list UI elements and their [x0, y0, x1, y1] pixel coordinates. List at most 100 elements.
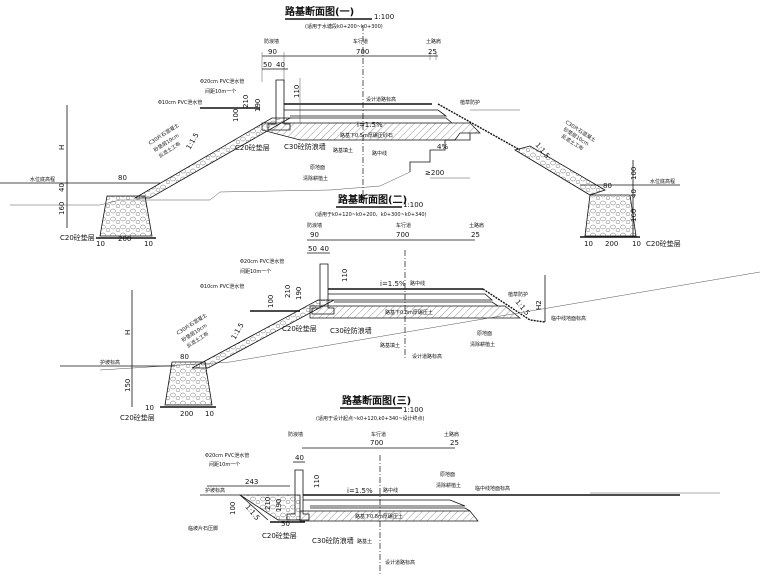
- label: 车行道: [371, 431, 386, 438]
- dim-label: 10: [145, 404, 154, 412]
- dim-label: 210: [242, 95, 250, 108]
- dim-label: 90: [268, 48, 277, 56]
- dim-label: 100: [229, 502, 237, 515]
- label: 4%: [437, 143, 448, 151]
- section-2-subtitle: (适用于k0+120~k0+200、k0+300~k0+340): [315, 211, 427, 218]
- section-1-title: 路基断面图(一): [285, 5, 354, 18]
- dim-label: H: [58, 145, 66, 150]
- label: 车行道: [353, 38, 368, 45]
- dim-label: 10: [144, 240, 153, 248]
- label: 间距10m一个: [240, 268, 271, 275]
- label: 防浪墙: [288, 431, 303, 438]
- dim-label: 700: [396, 231, 409, 239]
- section-2-scale: 1:100: [403, 201, 423, 209]
- dim-label: 700: [370, 439, 383, 447]
- label: 水位底高程: [650, 178, 675, 185]
- label: C20砼垫层: [646, 239, 681, 248]
- dim-label: 90: [310, 231, 319, 239]
- section-3-title: 路基断面图(三): [342, 394, 411, 407]
- label: 水位底高程: [30, 176, 55, 183]
- section-3-scale: 1:100: [403, 406, 423, 414]
- dim-label: 160: [630, 209, 638, 222]
- label: 清除耕植土: [470, 341, 495, 348]
- label: 临坡片石压脚: [188, 525, 218, 532]
- section-1-subtitle: (适用于水塘段k0+200~k0+300): [305, 23, 383, 30]
- section-3-subtitle: (适用于设计起点~k0+120,k0+340~设计终点): [316, 415, 425, 422]
- label: i=1.5%: [347, 487, 373, 495]
- label: i=1.5%: [357, 121, 383, 129]
- label: 原地面: [310, 164, 325, 171]
- dim-label: 190: [254, 99, 262, 112]
- label: C20砼垫层: [60, 233, 95, 242]
- slope-label: 1:1.5: [230, 321, 246, 341]
- label: C30砼防浪墙: [284, 142, 326, 151]
- label: 原地面: [440, 471, 455, 478]
- dim-label: 25: [428, 48, 437, 56]
- label: 间距10m一个: [205, 88, 236, 95]
- label: 路中线: [410, 280, 425, 287]
- label: 设计道路标高: [385, 559, 415, 566]
- label: ≥200: [425, 169, 444, 177]
- section-2-title: 路基断面图(二): [338, 193, 407, 206]
- label: Φ20cm PVC泄水管: [200, 78, 244, 85]
- label: 土路肩: [444, 431, 459, 438]
- dim-label: H: [124, 330, 132, 335]
- dim-label: 80: [118, 174, 127, 182]
- dim-label: 210: [264, 497, 272, 510]
- dim-label: 243: [245, 478, 258, 486]
- dim-label: 100: [267, 295, 275, 308]
- dim-label: 210: [284, 285, 292, 298]
- label: 原地面: [477, 330, 492, 337]
- label: 清除耕植土: [436, 482, 461, 489]
- label: 土路肩: [469, 222, 484, 229]
- label: C20砼垫层: [235, 143, 270, 152]
- label: 路中线: [372, 150, 387, 157]
- section-1: 路基断面图(一) 1:100 (适用于水塘段k0+200~k0+300) 防浪墙…: [0, 5, 681, 248]
- label: C30砼防浪墙: [330, 326, 372, 335]
- dim-label: 190: [275, 499, 283, 512]
- dim-label: 110: [341, 269, 349, 282]
- label: 清除耕植土: [303, 175, 328, 182]
- dim-label: 200: [118, 235, 131, 243]
- label: 间距10m一个: [209, 461, 240, 468]
- label: 防浪墙: [307, 222, 322, 229]
- label: 植草防护: [460, 99, 480, 106]
- dim-label: 25: [471, 231, 480, 239]
- label: C20砼垫层: [120, 413, 155, 422]
- label: Φ20cm PVC泄水管: [240, 258, 284, 265]
- dim-label: 100: [630, 167, 638, 180]
- label: C20砼垫层: [282, 324, 317, 333]
- dim-label: 110: [293, 85, 301, 98]
- dim-label: 40: [276, 61, 285, 69]
- dim-label: 40: [630, 189, 638, 198]
- label: 防浪墙: [264, 38, 279, 45]
- label: 路基填土: [333, 147, 353, 154]
- section-2: 路基断面图(二) 1:100 (适用于k0+120~k0+200、k0+300~…: [60, 193, 760, 422]
- dim-label: 10: [205, 410, 214, 418]
- label: 路基下0.8m厚碾压土: [355, 513, 403, 520]
- label: 路基填土: [380, 342, 400, 349]
- dim-label: 10: [584, 240, 593, 248]
- dim-label: 150: [124, 379, 132, 392]
- label: 设计道路标高: [412, 353, 442, 360]
- label: Φ20cm PVC泄水管: [205, 452, 249, 459]
- dim-label: 40: [58, 183, 66, 192]
- dim-label: 50: [308, 245, 317, 253]
- label: 路基下0.8m厚碾压土: [385, 309, 433, 316]
- dim-label: 200: [605, 240, 618, 248]
- label: 护坡标高: [205, 487, 225, 494]
- label: 设计道路标高: [366, 96, 396, 103]
- label: 车行道: [396, 222, 411, 229]
- label: C20砼垫层: [262, 531, 297, 540]
- dim-label: 80: [603, 182, 612, 190]
- label: 临中线地面标高: [551, 315, 586, 322]
- dim-label: 10: [632, 240, 641, 248]
- label: i=1.5%: [380, 280, 406, 288]
- dim-label: 50: [263, 61, 272, 69]
- section-1-scale: 1:100: [374, 13, 394, 21]
- dim-label: 80: [180, 353, 189, 361]
- dim-label: 200: [180, 410, 193, 418]
- dim-label: 50: [281, 520, 290, 528]
- label: C30砼防浪墙: [312, 536, 354, 545]
